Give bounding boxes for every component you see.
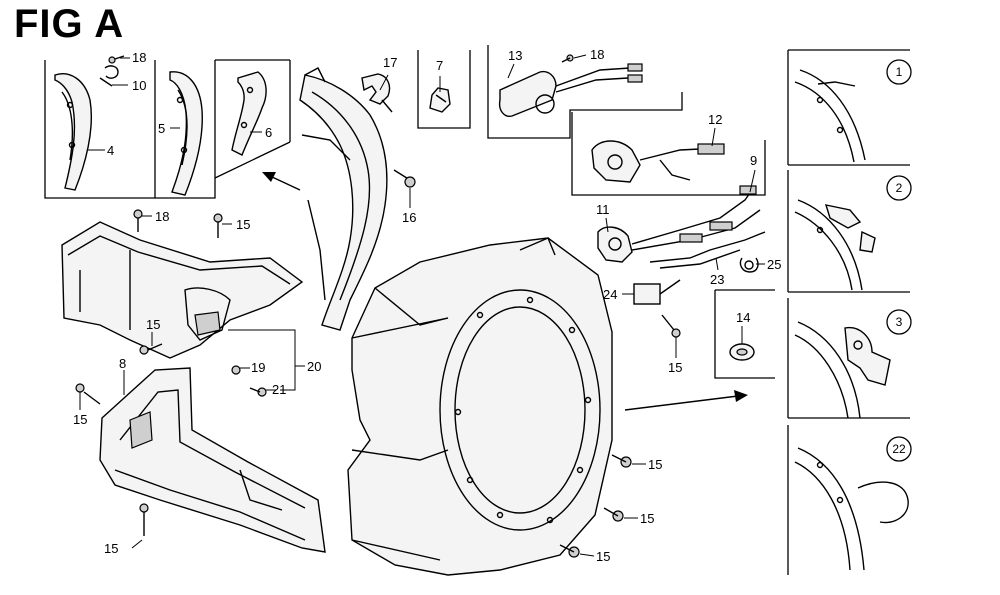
detail-callout-2: 2 bbox=[886, 175, 912, 201]
part-18-screw-c bbox=[133, 209, 143, 232]
label-18c: 18 bbox=[155, 209, 169, 224]
detail-view-3 bbox=[787, 298, 910, 419]
svg-text:2: 2 bbox=[896, 181, 903, 195]
label-8: 8 bbox=[119, 356, 126, 371]
label-15-left: 15 bbox=[146, 317, 160, 332]
detail-view-22 bbox=[787, 425, 909, 575]
part-18-screw-b bbox=[561, 54, 574, 63]
wiring-harness bbox=[597, 185, 766, 269]
part-18-screw bbox=[108, 55, 125, 64]
inset-box-part-14 bbox=[714, 289, 775, 379]
cover-lower-left bbox=[99, 367, 326, 553]
leader-lines bbox=[79, 54, 765, 557]
label-15-r1: 15 bbox=[648, 457, 662, 472]
label-15-bottom: 15 bbox=[104, 541, 118, 556]
inset-box-top-left bbox=[44, 59, 291, 199]
part-19-nut bbox=[231, 365, 241, 375]
svg-text:3: 3 bbox=[896, 315, 903, 329]
label-20: 20 bbox=[307, 359, 321, 374]
part-15-screw-right-3 bbox=[559, 544, 580, 558]
part-10-clip bbox=[99, 65, 119, 87]
part-15-screw-bottom bbox=[139, 503, 149, 536]
label-23: 23 bbox=[710, 272, 724, 287]
label-25: 25 bbox=[767, 257, 781, 272]
callout-labels: 18 10 4 5 6 17 7 13 18 12 9 11 25 23 24 … bbox=[73, 47, 781, 564]
label-15-lower: 15 bbox=[73, 412, 87, 427]
part-15-screw-right-1 bbox=[611, 454, 632, 468]
label-5: 5 bbox=[158, 121, 165, 136]
label-17: 17 bbox=[383, 55, 397, 70]
label-15-r2: 15 bbox=[640, 511, 654, 526]
part-15-screw-right-2 bbox=[603, 507, 624, 522]
part-24-connector bbox=[633, 279, 681, 305]
detail-callout-22: 22 bbox=[886, 436, 912, 462]
inset-box-part-13 bbox=[487, 45, 683, 139]
part-15-screw-conn bbox=[661, 314, 681, 338]
arrow-right bbox=[624, 390, 748, 411]
svg-text:1: 1 bbox=[896, 65, 903, 79]
label-6: 6 bbox=[265, 125, 272, 140]
label-18a: 18 bbox=[132, 50, 146, 65]
shroud-upper-curved bbox=[299, 67, 388, 331]
part-15-screw-top bbox=[213, 213, 223, 238]
detail-callout-1: 1 bbox=[886, 59, 912, 85]
part-6-shield bbox=[231, 71, 267, 156]
fan-shroud-main bbox=[347, 237, 613, 576]
label-15-r3: 15 bbox=[596, 549, 610, 564]
label-11: 11 bbox=[596, 202, 610, 217]
arrow-left bbox=[262, 172, 301, 191]
svg-text:22: 22 bbox=[892, 442, 906, 456]
inset-box-part-12 bbox=[571, 112, 766, 196]
label-4: 4 bbox=[107, 143, 114, 158]
part-21-screw bbox=[249, 387, 267, 397]
part-17-clamp bbox=[361, 73, 393, 113]
detail-view-1 bbox=[787, 49, 910, 166]
label-12: 12 bbox=[708, 112, 722, 127]
label-10: 10 bbox=[132, 78, 146, 93]
label-13: 13 bbox=[508, 48, 522, 63]
label-24: 24 bbox=[603, 287, 617, 302]
part-4-shield bbox=[54, 73, 93, 191]
part-5-shield bbox=[169, 71, 203, 196]
part-16-screw bbox=[393, 169, 416, 188]
label-15-top: 15 bbox=[236, 217, 250, 232]
part-25-clip bbox=[739, 257, 759, 273]
figure-title: FIG A bbox=[14, 2, 125, 46]
cover-upper-left bbox=[61, 221, 304, 359]
part-15-screw-left bbox=[139, 343, 163, 355]
inset-box-part-7 bbox=[417, 50, 471, 129]
label-7: 7 bbox=[436, 58, 443, 73]
label-9: 9 bbox=[750, 153, 757, 168]
label-14: 14 bbox=[736, 310, 750, 325]
part-15-screw-lower bbox=[75, 383, 101, 405]
detail-callout-3: 3 bbox=[886, 309, 912, 335]
label-19: 19 bbox=[251, 360, 265, 375]
label-16: 16 bbox=[402, 210, 416, 225]
detail-view-2 bbox=[787, 170, 910, 293]
label-18b: 18 bbox=[590, 47, 604, 62]
label-15-conn: 15 bbox=[668, 360, 682, 375]
label-21: 21 bbox=[272, 382, 286, 397]
